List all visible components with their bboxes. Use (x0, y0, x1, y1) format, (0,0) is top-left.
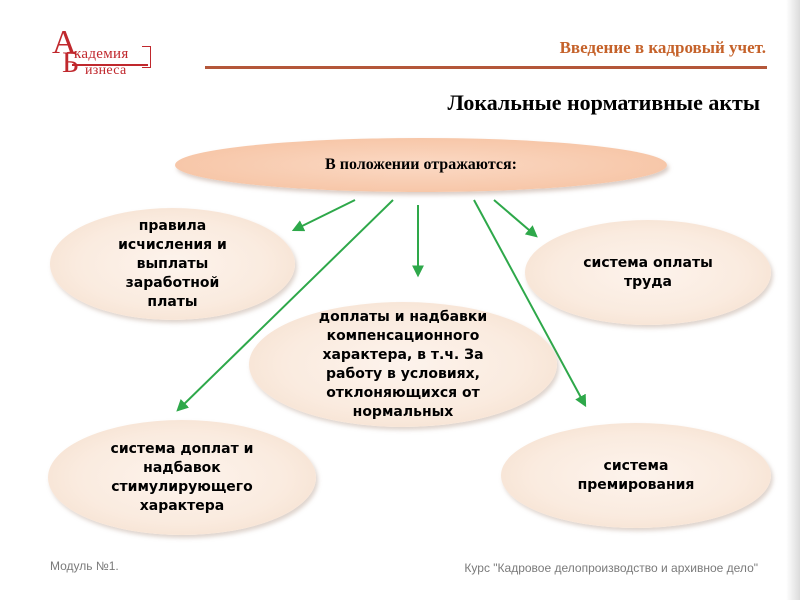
node-rules-label: правила исчисления и выплаты заработной … (118, 217, 227, 310)
center-node: В положении отражаются: (175, 138, 667, 192)
node-pay-system: система оплаты труда (525, 220, 771, 325)
slide-title: Локальные нормативные акты (447, 90, 760, 115)
node-pay-system-label: система оплаты труда (583, 254, 713, 290)
logo-text-academy: кадемия (74, 46, 129, 62)
arrow-to-rules (291, 199, 356, 232)
node-incentive-label: система доплат и надбавок стимулирующего… (110, 440, 254, 514)
header-rule (205, 66, 767, 69)
header-title: Введение в кадровый учет. (559, 38, 766, 57)
node-incentive: система доплат и надбавок стимулирующего… (48, 420, 316, 535)
academy-logo: А кадемия Б изнеса (50, 24, 160, 79)
footer-course: Курс "Кадровое делопроизводство и архивн… (464, 561, 758, 575)
logo-letter-b: Б (62, 46, 80, 79)
slide-edge-shadow (786, 0, 800, 600)
logo-divider (72, 64, 148, 66)
logo-letter-a: А (52, 24, 77, 61)
arrow-to-pay-system (493, 199, 538, 238)
node-rules: правила исчисления и выплаты заработной … (50, 208, 295, 320)
node-bonus: система премирования (501, 423, 771, 528)
center-node-label: В положении отражаются: (325, 156, 517, 173)
node-bonus-label: система премирования (577, 457, 695, 493)
logo-text-business: изнеса (85, 63, 127, 78)
footer-module: Модуль №1. (50, 559, 119, 573)
logo-frame (142, 46, 151, 68)
node-compensation-label: доплаты и надбавки компенсационного хара… (318, 308, 488, 420)
node-compensation: доплаты и надбавки компенсационного хара… (249, 302, 557, 427)
